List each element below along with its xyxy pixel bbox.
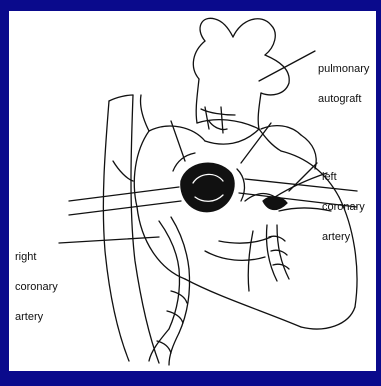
pulmonary-autograft-label: pulmonary autograft xyxy=(318,44,369,124)
right-coronary-artery-label: right coronary artery xyxy=(15,232,58,342)
right-coronary-leader-line xyxy=(59,237,159,243)
pulmonary-label-line1: pulmonary xyxy=(318,64,369,74)
aortic-root-opening xyxy=(173,153,244,212)
right-coronary-label-line3: artery xyxy=(15,312,58,322)
illustration-panel: pulmonary autograft left coronary artery… xyxy=(9,11,376,371)
left-coronary-label-line2: coronary xyxy=(322,202,365,212)
pulmonary-autograft xyxy=(193,18,289,133)
aorta-vessel xyxy=(103,95,159,363)
right-coronary-label-line2: coronary xyxy=(15,282,58,292)
left-coronary-artery-label: left coronary artery xyxy=(322,152,365,262)
pulmonary-label-line2: autograft xyxy=(318,94,369,104)
left-coronary-region xyxy=(245,173,331,291)
left-coronary-label-line3: artery xyxy=(322,232,365,242)
left-coronary-label-line1: left xyxy=(322,172,365,182)
right-coronary-label-line1: right xyxy=(15,252,58,262)
right-coronary-region xyxy=(149,217,190,365)
